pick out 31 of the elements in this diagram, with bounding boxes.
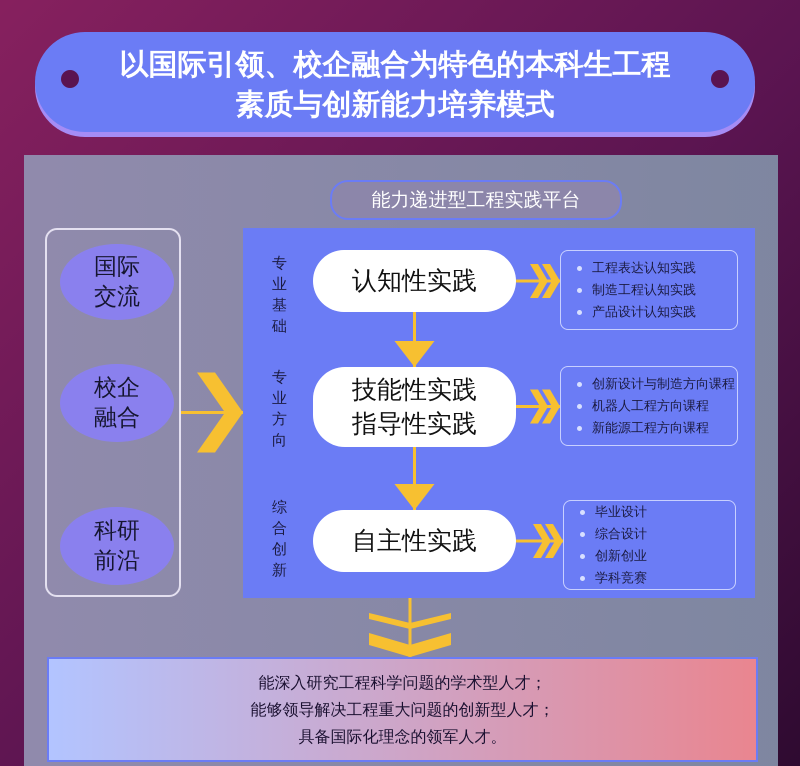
practice-name: 技能性实践 — [352, 374, 477, 406]
course-item: 制造工程认知实践 — [592, 282, 696, 299]
arrow — [394, 312, 434, 367]
practice-pill: 自主性实践 — [313, 510, 516, 572]
side-label: 专业方向 — [272, 367, 288, 451]
course-item: 毕业设计 — [595, 504, 647, 521]
practice-name: 指导性实践 — [352, 408, 477, 440]
course-item: 工程表达认知实践 — [592, 260, 696, 277]
practice-pill: 认知性实践 — [313, 250, 516, 312]
title: 以国际引领、校企融合为特色的本科生工程素质与创新能力培养模式 — [118, 46, 672, 123]
platform-panel — [243, 228, 755, 598]
panel-frame — [45, 228, 181, 597]
course-item: 新能源工程方向课程 — [592, 420, 709, 437]
course-list — [563, 500, 736, 590]
course-item: 创新设计与制造方向课程 — [592, 376, 735, 393]
course-item: 机器人工程方向课程 — [592, 398, 709, 415]
side-label: 专业基础 — [272, 253, 288, 337]
course-list — [560, 366, 738, 446]
platform-heading: 能力递进型工程实践平台 — [330, 180, 622, 220]
outcome-line: 具备国际化理念的领军人才。 — [298, 726, 506, 748]
course-item: 创新创业 — [595, 548, 647, 565]
practice-pill — [313, 367, 516, 447]
outcome-line: 能够领导解决工程重大问题的创新型人才； — [250, 699, 554, 721]
arrow — [394, 447, 434, 510]
outcome-line: 能深入研究工程科学问题的学术型人才； — [258, 672, 546, 694]
course-item: 产品设计认知实践 — [592, 304, 696, 321]
side-label: 综合创新 — [272, 497, 288, 581]
course-item: 学科竞赛 — [595, 570, 647, 587]
course-item: 综合设计 — [595, 526, 647, 543]
course-list — [560, 250, 738, 330]
outcome-box — [47, 657, 758, 762]
